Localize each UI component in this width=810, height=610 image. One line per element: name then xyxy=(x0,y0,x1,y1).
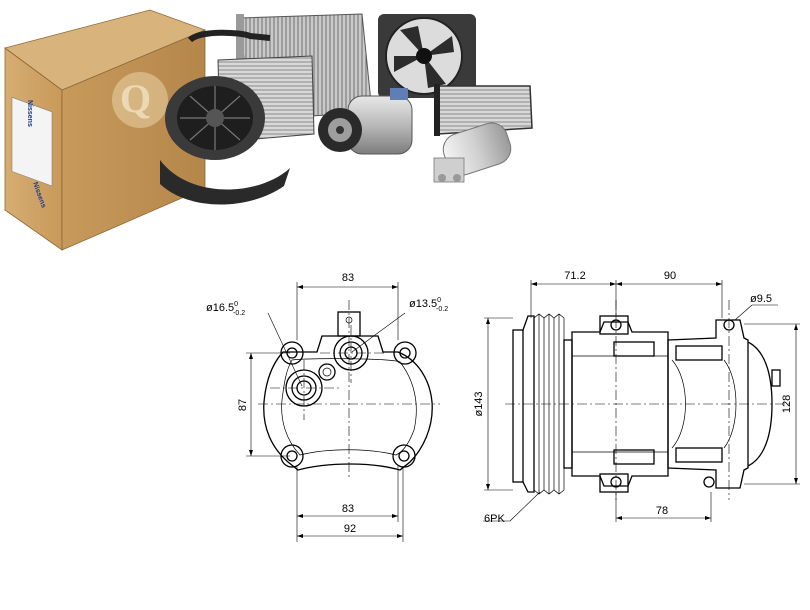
dim-side-mount-spacing: 90 xyxy=(664,270,676,282)
belt-type-label: 6PK xyxy=(484,513,505,525)
cardboard-box: Nissens Nissens Q xyxy=(4,9,207,251)
dim-front-height: 87 xyxy=(237,399,249,411)
pulley xyxy=(512,313,573,495)
mount-ear-tr xyxy=(393,341,417,365)
dim-side-lower-spacing: 78 xyxy=(656,505,668,517)
dim-front-width-top: 83 xyxy=(342,272,354,284)
cooling-fan xyxy=(378,14,476,98)
dim-discharge-diameter: ø13.50-0.2 xyxy=(409,297,448,313)
rear-head xyxy=(667,319,749,489)
heater-core xyxy=(434,84,533,136)
port-bolt xyxy=(318,363,336,381)
compressor xyxy=(318,88,413,155)
front-view: 83 87 ø16.50-0.2 ø13.50-0.2 83 92 xyxy=(206,272,448,542)
dim-front-overall-width: 92 xyxy=(344,523,356,535)
dim-suction-diameter: ø16.50-0.2 xyxy=(206,301,245,317)
dim-pulley-diameter: ø143 xyxy=(473,391,485,416)
mount-ear-br xyxy=(392,444,416,468)
box-logo-q: Q xyxy=(120,76,151,121)
box-brand-label: Nissens xyxy=(26,100,33,127)
dim-front-width-bottom: 83 xyxy=(342,503,354,515)
receiver-drier xyxy=(433,122,512,183)
side-view: 71.2 90 ø9.5 ø143 128 78 6PK xyxy=(473,270,800,525)
dim-side-pulley-offset: 71.2 xyxy=(564,270,585,282)
rear-bolt xyxy=(771,369,781,387)
product-photo: Nissens Nissens Q xyxy=(4,9,533,251)
front-body-outline xyxy=(263,335,433,471)
dim-side-height: 128 xyxy=(781,395,793,413)
blower-fan xyxy=(160,76,290,205)
dim-side-hole-diameter: ø9.5 xyxy=(750,293,772,305)
pipe-icon xyxy=(187,29,271,43)
